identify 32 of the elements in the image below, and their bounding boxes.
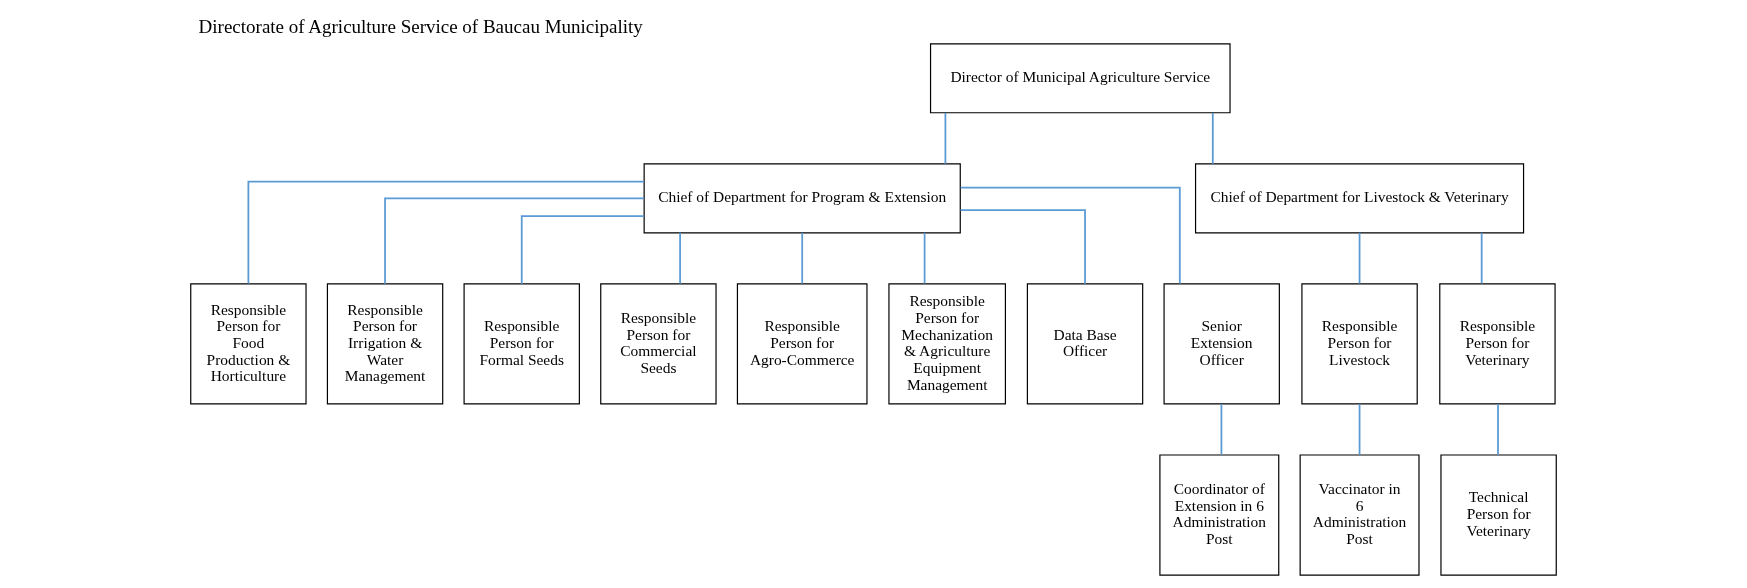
node-box: Responsible Person for Irrigation & Water Management [326,283,444,405]
connector [247,180,645,285]
node-box: Responsible Person for Livestock [1301,283,1418,405]
connector [801,231,804,285]
node-box: Responsible Person for Food Production & Horticulture [190,283,307,405]
node-box: Responsible Person for Veterinary [1439,283,1556,405]
connector [923,231,926,285]
connector [959,209,1086,285]
connector [1480,231,1483,285]
connector [384,197,645,285]
node-box: Technical Person for Veterinary [1440,454,1557,576]
connector [1497,403,1499,456]
connector [520,215,645,285]
node-box: Data Base Officer [1026,283,1144,405]
connector [1220,403,1223,456]
node-box: Responsible Person for Commercial Seeds [600,283,717,405]
node-box: Chief of Department for Program & Extension [643,163,961,234]
connector [1211,112,1214,165]
connector [1358,231,1361,285]
node-box: Responsible Person for Mechanization & Agriculture Equipment Management [888,283,1006,405]
node-box: Coordinator of Extension in 6 Administration Post [1159,454,1280,576]
node-box: Director of Municipal Agriculture Service [929,43,1231,114]
connector [1358,403,1361,456]
connector [944,112,947,165]
connector [959,186,1181,285]
connector [679,231,681,285]
node-box: Senior Extension Officer [1163,283,1280,405]
node-box: Responsible Person for Agro-Commerce [736,283,868,405]
node-box: Responsible Person for Formal Seeds [463,283,580,405]
node-box: Chief of Department for Livestock & Veterinary [1194,163,1525,234]
diagram-title: Directorate of Agriculture Service of Baucau Municipality [198,15,643,37]
node-box: Vaccinator in 6 Administration Post [1299,454,1420,576]
